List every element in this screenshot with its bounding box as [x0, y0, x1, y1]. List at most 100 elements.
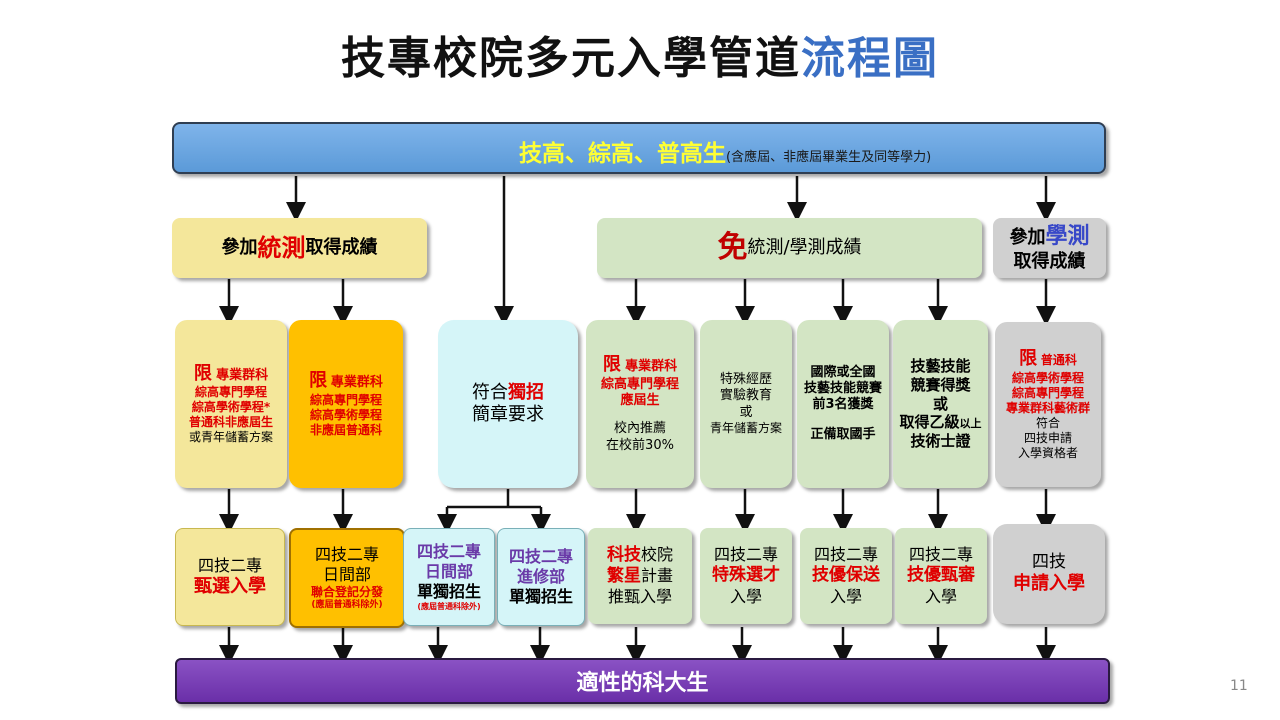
top-bar-students: 技高、綜高、普高生(含應屆、非應屆畢業生及同等學力)	[172, 122, 1106, 174]
top-bar-note: (含應屆、非應屆畢業生及同等學力)	[726, 150, 932, 165]
p8-l2: 技優甄審	[907, 565, 975, 586]
page-number: 11	[1230, 678, 1248, 694]
p6-l3: 入學	[729, 586, 762, 606]
p9-l1: 四技	[1032, 552, 1066, 573]
b1-l4: 普通科非應屆生	[188, 415, 273, 430]
b2-l2: 綜高專門學程	[309, 392, 382, 407]
p2-l4: (應屆普通科除外)	[311, 599, 383, 610]
p2-l2: 日間部	[322, 564, 371, 584]
b1-l1: 專業群科	[216, 367, 269, 383]
group-tongce-suffix: 取得成績	[305, 236, 378, 258]
b2-l3: 綜高學術學程	[309, 407, 382, 422]
channel-special-talent: 四技二專 特殊選才 入學	[700, 528, 792, 624]
criteria-box-2: 限 專業群科 綜高專門學程 綜高學術學程 非應屆普通科	[289, 320, 403, 488]
b5-l2: 實驗教育	[719, 388, 772, 404]
group-mian-suffix: 統測/學測成績	[747, 236, 862, 258]
criteria-box-6: 國際或全國 技藝技能競賽 前3名獲獎 正備取國手	[797, 320, 889, 488]
channel-joint-registration: 四技二專 日間部 聯合登記分發 (應屆普通科除外)	[289, 528, 405, 628]
b6-l1: 國際或全國	[810, 364, 876, 380]
b7-l5: 技術士證	[910, 432, 971, 451]
p3-l2: 日間部	[424, 562, 473, 581]
group-tongce-emph: 統測	[257, 234, 306, 262]
b4-l1: 專業群科	[625, 359, 678, 375]
p4-l3: 單獨招生	[508, 587, 573, 606]
b3-l2: 簡章要求	[472, 404, 544, 425]
group-mian: 免統測/學測成績	[597, 218, 982, 278]
p5-l2a: 繁星	[606, 566, 641, 586]
channel-selection-admission: 四技二專 甄選入學	[175, 528, 285, 626]
p1-l2: 甄選入學	[194, 575, 266, 597]
p6-l1: 四技二專	[713, 545, 778, 565]
b8-l3: 綜高專門學程	[1011, 385, 1084, 400]
b1-red: 限	[193, 362, 212, 384]
b8-l2: 綜高學術學程	[1011, 370, 1084, 385]
top-bar-main: 技高、綜高、普高生	[519, 141, 726, 167]
p4-l1: 四技二專	[508, 547, 573, 566]
b4-red: 限	[602, 354, 621, 376]
p4-l2: 進修部	[516, 567, 565, 586]
b6-l3: 前3名獲獎	[812, 397, 874, 412]
channel-skill-screening: 四技二專 技優甄審 入學	[895, 528, 987, 624]
b5-l1: 特殊經歷	[719, 372, 772, 388]
b8-l4: 專業群科藝術群	[1005, 400, 1090, 415]
channel-star-program: 科技校院 繁星計畫 推甄入學	[588, 528, 692, 624]
criteria-box-7: 技藝技能 競賽得獎 或 取得乙級以上 技術士證	[893, 320, 988, 488]
p5-l3: 推甄入學	[607, 587, 672, 607]
b4-l2: 綜高專門學程	[600, 376, 679, 392]
p7-l2: 技優保送	[812, 565, 880, 586]
b4-l4: 校內推薦	[613, 421, 666, 437]
b7-l2: 競賽得獎	[910, 375, 971, 394]
b8-l5: 符合	[1035, 415, 1060, 430]
p8-l1: 四技二專	[908, 545, 973, 565]
b5-l4: 青年儲蓄方案	[709, 420, 782, 435]
b7-l3: 或	[932, 394, 948, 413]
b3-l1a: 符合	[472, 381, 508, 403]
b2-l4: 非應屆普通科	[309, 422, 382, 437]
p8-l3: 入學	[924, 586, 957, 606]
b4-l5: 在校前30%	[606, 437, 674, 453]
p9-l2: 申請入學	[1013, 573, 1085, 595]
b8-l6: 四技申請	[1023, 430, 1072, 445]
criteria-box-5: 特殊經歷 實驗教育 或 青年儲蓄方案	[700, 320, 792, 488]
criteria-box-1: 限 專業群科 綜高專門學程 綜高學術學程* 普通科非應屆生 或青年儲蓄方案	[175, 320, 287, 488]
p3-l3: 單獨招生	[416, 582, 481, 601]
p2-l3: 聯合登記分發	[310, 584, 383, 599]
b6-l4: 正備取國手	[810, 427, 876, 443]
b4-l3: 應屆生	[620, 393, 660, 408]
p5-l2b: 計畫	[640, 566, 673, 585]
group-xuece-line2: 取得成績	[1013, 250, 1086, 272]
p1-l1: 四技二專	[197, 555, 262, 575]
channel-day-independent: 四技二專 日間部 單獨招生 (應屆普通科除外)	[403, 528, 495, 626]
b8-l1: 普通科	[1040, 353, 1077, 368]
p5-l1b: 校院	[640, 544, 673, 564]
criteria-box-4: 限 專業群科 綜高專門學程 應屆生 校內推薦 在校前30%	[586, 320, 694, 488]
b6-l2: 技藝技能競賽	[803, 380, 882, 396]
group-xuece: 參加學測 取得成績	[993, 218, 1106, 278]
group-xuece-prefix: 參加	[1009, 227, 1046, 248]
p3-l1: 四技二專	[416, 542, 481, 561]
p6-l2: 特殊選才	[712, 565, 780, 586]
b1-l3: 綜高學術學程*	[191, 400, 271, 415]
group-xuece-emph: 學測	[1045, 224, 1090, 249]
b7-l4a: 取得乙級	[899, 413, 960, 432]
title-highlight: 流程圖	[801, 33, 939, 84]
group-tongce-prefix: 參加	[221, 236, 258, 258]
b2-l1: 專業群科	[330, 375, 383, 391]
p2-l1: 四技二專	[314, 544, 379, 564]
b2-red: 限	[309, 370, 328, 392]
b3-l1b: 獨招	[508, 381, 544, 403]
title-main: 技專校院多元入學管道	[341, 33, 801, 84]
b8-red: 限	[1019, 348, 1038, 370]
p5-l1a: 科技	[606, 544, 641, 565]
b1-l5: 或青年儲蓄方案	[188, 430, 273, 445]
criteria-box-3: 符合獨招 簡章要求	[438, 320, 578, 488]
b7-l4b: 以上	[959, 417, 982, 431]
channel-evening-independent: 四技二專 進修部 單獨招生	[497, 528, 585, 626]
b5-l3: 或	[739, 404, 753, 420]
channel-application-admission: 四技 申請入學	[993, 524, 1105, 624]
p7-l1: 四技二專	[813, 545, 878, 565]
b8-l7: 入學資格者	[1017, 445, 1078, 460]
b1-l2: 綜高專門學程	[194, 385, 267, 400]
p7-l3: 入學	[829, 586, 862, 606]
